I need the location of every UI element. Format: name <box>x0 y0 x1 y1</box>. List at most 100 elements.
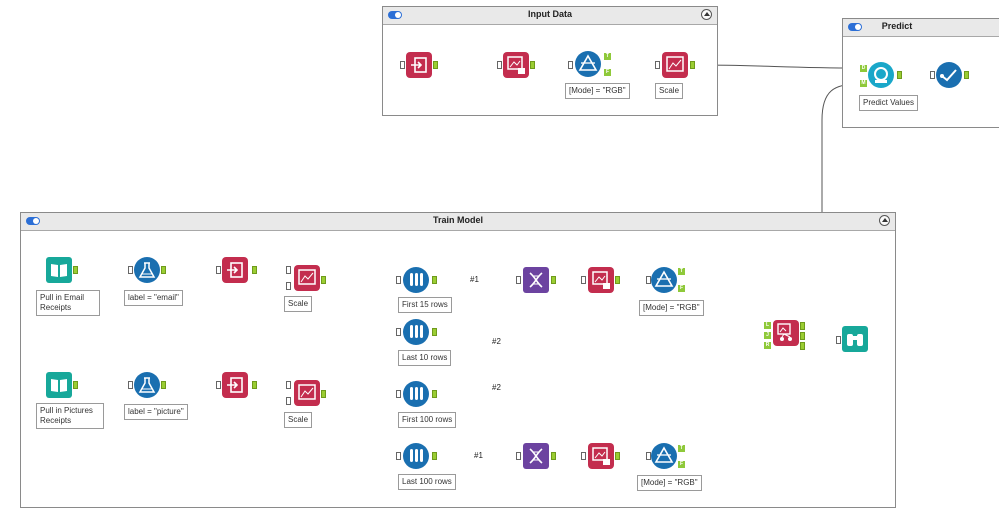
image-profile-tool[interactable] <box>588 443 614 469</box>
tool-annotation: First 100 rows <box>398 412 457 428</box>
sample-tool[interactable] <box>403 267 429 293</box>
input-anchor[interactable] <box>216 381 221 389</box>
input-anchor[interactable] <box>396 390 401 398</box>
output-anchor[interactable] <box>432 328 437 336</box>
output-anchor[interactable] <box>530 61 535 69</box>
input-anchor[interactable] <box>497 61 502 69</box>
true-anchor[interactable]: T <box>604 53 611 60</box>
input-anchor[interactable] <box>286 266 291 274</box>
formula-tool[interactable] <box>134 257 160 283</box>
data-anchor[interactable]: D <box>860 65 867 72</box>
output-anchor[interactable] <box>161 266 166 274</box>
input-anchor[interactable] <box>396 328 401 336</box>
input-anchor[interactable] <box>286 381 291 389</box>
container-header[interactable]: Train Model <box>21 213 895 231</box>
container-header[interactable]: Predict <box>843 19 999 37</box>
macro-input-tool[interactable] <box>222 257 248 283</box>
output-anchor[interactable] <box>615 276 620 284</box>
output-anchor[interactable] <box>252 381 257 389</box>
input-anchor[interactable] <box>646 276 651 284</box>
input-anchor[interactable] <box>646 452 651 460</box>
output-anchor[interactable] <box>800 322 805 330</box>
output-anchor[interactable] <box>615 452 620 460</box>
output-anchor[interactable] <box>897 71 902 79</box>
connection[interactable] <box>696 64 859 69</box>
container-toggle[interactable] <box>848 23 862 31</box>
input-anchor[interactable] <box>581 276 586 284</box>
input-anchor[interactable] <box>400 61 405 69</box>
output-anchor[interactable] <box>321 390 326 398</box>
input-anchor[interactable] <box>581 452 586 460</box>
text-input-tool[interactable] <box>46 257 72 283</box>
browse-data-tool[interactable] <box>936 62 962 88</box>
formula-tool[interactable] <box>134 372 160 398</box>
output-anchor[interactable] <box>73 381 78 389</box>
input-anchor[interactable] <box>516 276 521 284</box>
output-anchor[interactable] <box>252 266 257 274</box>
input-anchor[interactable] <box>516 452 521 460</box>
filter-triangle-icon <box>578 54 598 71</box>
output-anchor[interactable] <box>73 266 78 274</box>
collapse-icon[interactable] <box>879 215 890 226</box>
output-anchor[interactable] <box>432 452 437 460</box>
input-anchor[interactable] <box>836 336 841 344</box>
browse-tool[interactable] <box>842 326 868 352</box>
false-anchor[interactable]: F <box>678 461 685 468</box>
sample-tool[interactable] <box>403 381 429 407</box>
output-anchor[interactable] <box>964 71 969 79</box>
macro-input-tool[interactable] <box>222 372 248 398</box>
image-train-tool[interactable] <box>773 320 799 346</box>
input-anchor[interactable] <box>128 266 133 274</box>
false-anchor[interactable]: F <box>604 69 611 76</box>
image-scale-tool[interactable] <box>294 380 320 406</box>
input-anchor[interactable] <box>396 276 401 284</box>
output-anchor[interactable] <box>551 276 556 284</box>
text-input-tool[interactable] <box>46 372 72 398</box>
container-train-model[interactable]: Train Model <box>20 212 896 508</box>
union-tool[interactable] <box>523 267 549 293</box>
union-tool[interactable] <box>523 443 549 469</box>
collapse-icon[interactable] <box>701 9 712 20</box>
image-scale-tool[interactable] <box>294 265 320 291</box>
image-scale-tool[interactable] <box>662 52 688 78</box>
filter-tool[interactable] <box>651 443 677 469</box>
image-profile-tool[interactable] <box>503 52 529 78</box>
output-anchor[interactable] <box>432 276 437 284</box>
input-anchor[interactable] <box>396 452 401 460</box>
output-anchor[interactable] <box>321 276 326 284</box>
container-header[interactable]: Input Data <box>383 7 717 25</box>
output-anchor[interactable] <box>433 61 438 69</box>
input-anchor[interactable] <box>216 266 221 274</box>
predict-tool[interactable] <box>868 62 894 88</box>
input-anchor[interactable] <box>128 381 133 389</box>
macro-input-tool[interactable] <box>406 52 432 78</box>
filter-tool[interactable] <box>575 51 601 77</box>
output-anchor[interactable] <box>800 342 805 350</box>
output-anchor[interactable] <box>161 381 166 389</box>
wire-label: #1 <box>470 275 479 284</box>
output-anchor[interactable] <box>551 452 556 460</box>
input-anchor[interactable] <box>286 397 291 405</box>
input-anchor[interactable] <box>930 71 935 79</box>
input-anchor[interactable] <box>286 282 291 290</box>
container-predict[interactable]: Predict <box>842 18 999 128</box>
model-anchor[interactable]: M <box>860 80 867 87</box>
input-anchor[interactable] <box>655 61 660 69</box>
false-anchor[interactable]: F <box>678 285 685 292</box>
right-anchor[interactable]: R <box>764 342 771 349</box>
left-anchor[interactable]: L <box>764 322 771 329</box>
output-anchor[interactable] <box>690 61 695 69</box>
output-anchor[interactable] <box>800 332 805 340</box>
input-anchor[interactable] <box>568 61 573 69</box>
container-toggle[interactable] <box>26 217 40 225</box>
test-tubes-icon <box>410 273 423 286</box>
output-anchor[interactable] <box>432 390 437 398</box>
true-anchor[interactable]: T <box>678 268 685 275</box>
sample-tool[interactable] <box>403 319 429 345</box>
filter-tool[interactable] <box>651 267 677 293</box>
sample-tool[interactable] <box>403 443 429 469</box>
true-anchor[interactable]: T <box>678 445 685 452</box>
image-profile-tool[interactable] <box>588 267 614 293</box>
join-anchor[interactable]: J <box>764 332 771 339</box>
container-toggle[interactable] <box>388 11 402 19</box>
